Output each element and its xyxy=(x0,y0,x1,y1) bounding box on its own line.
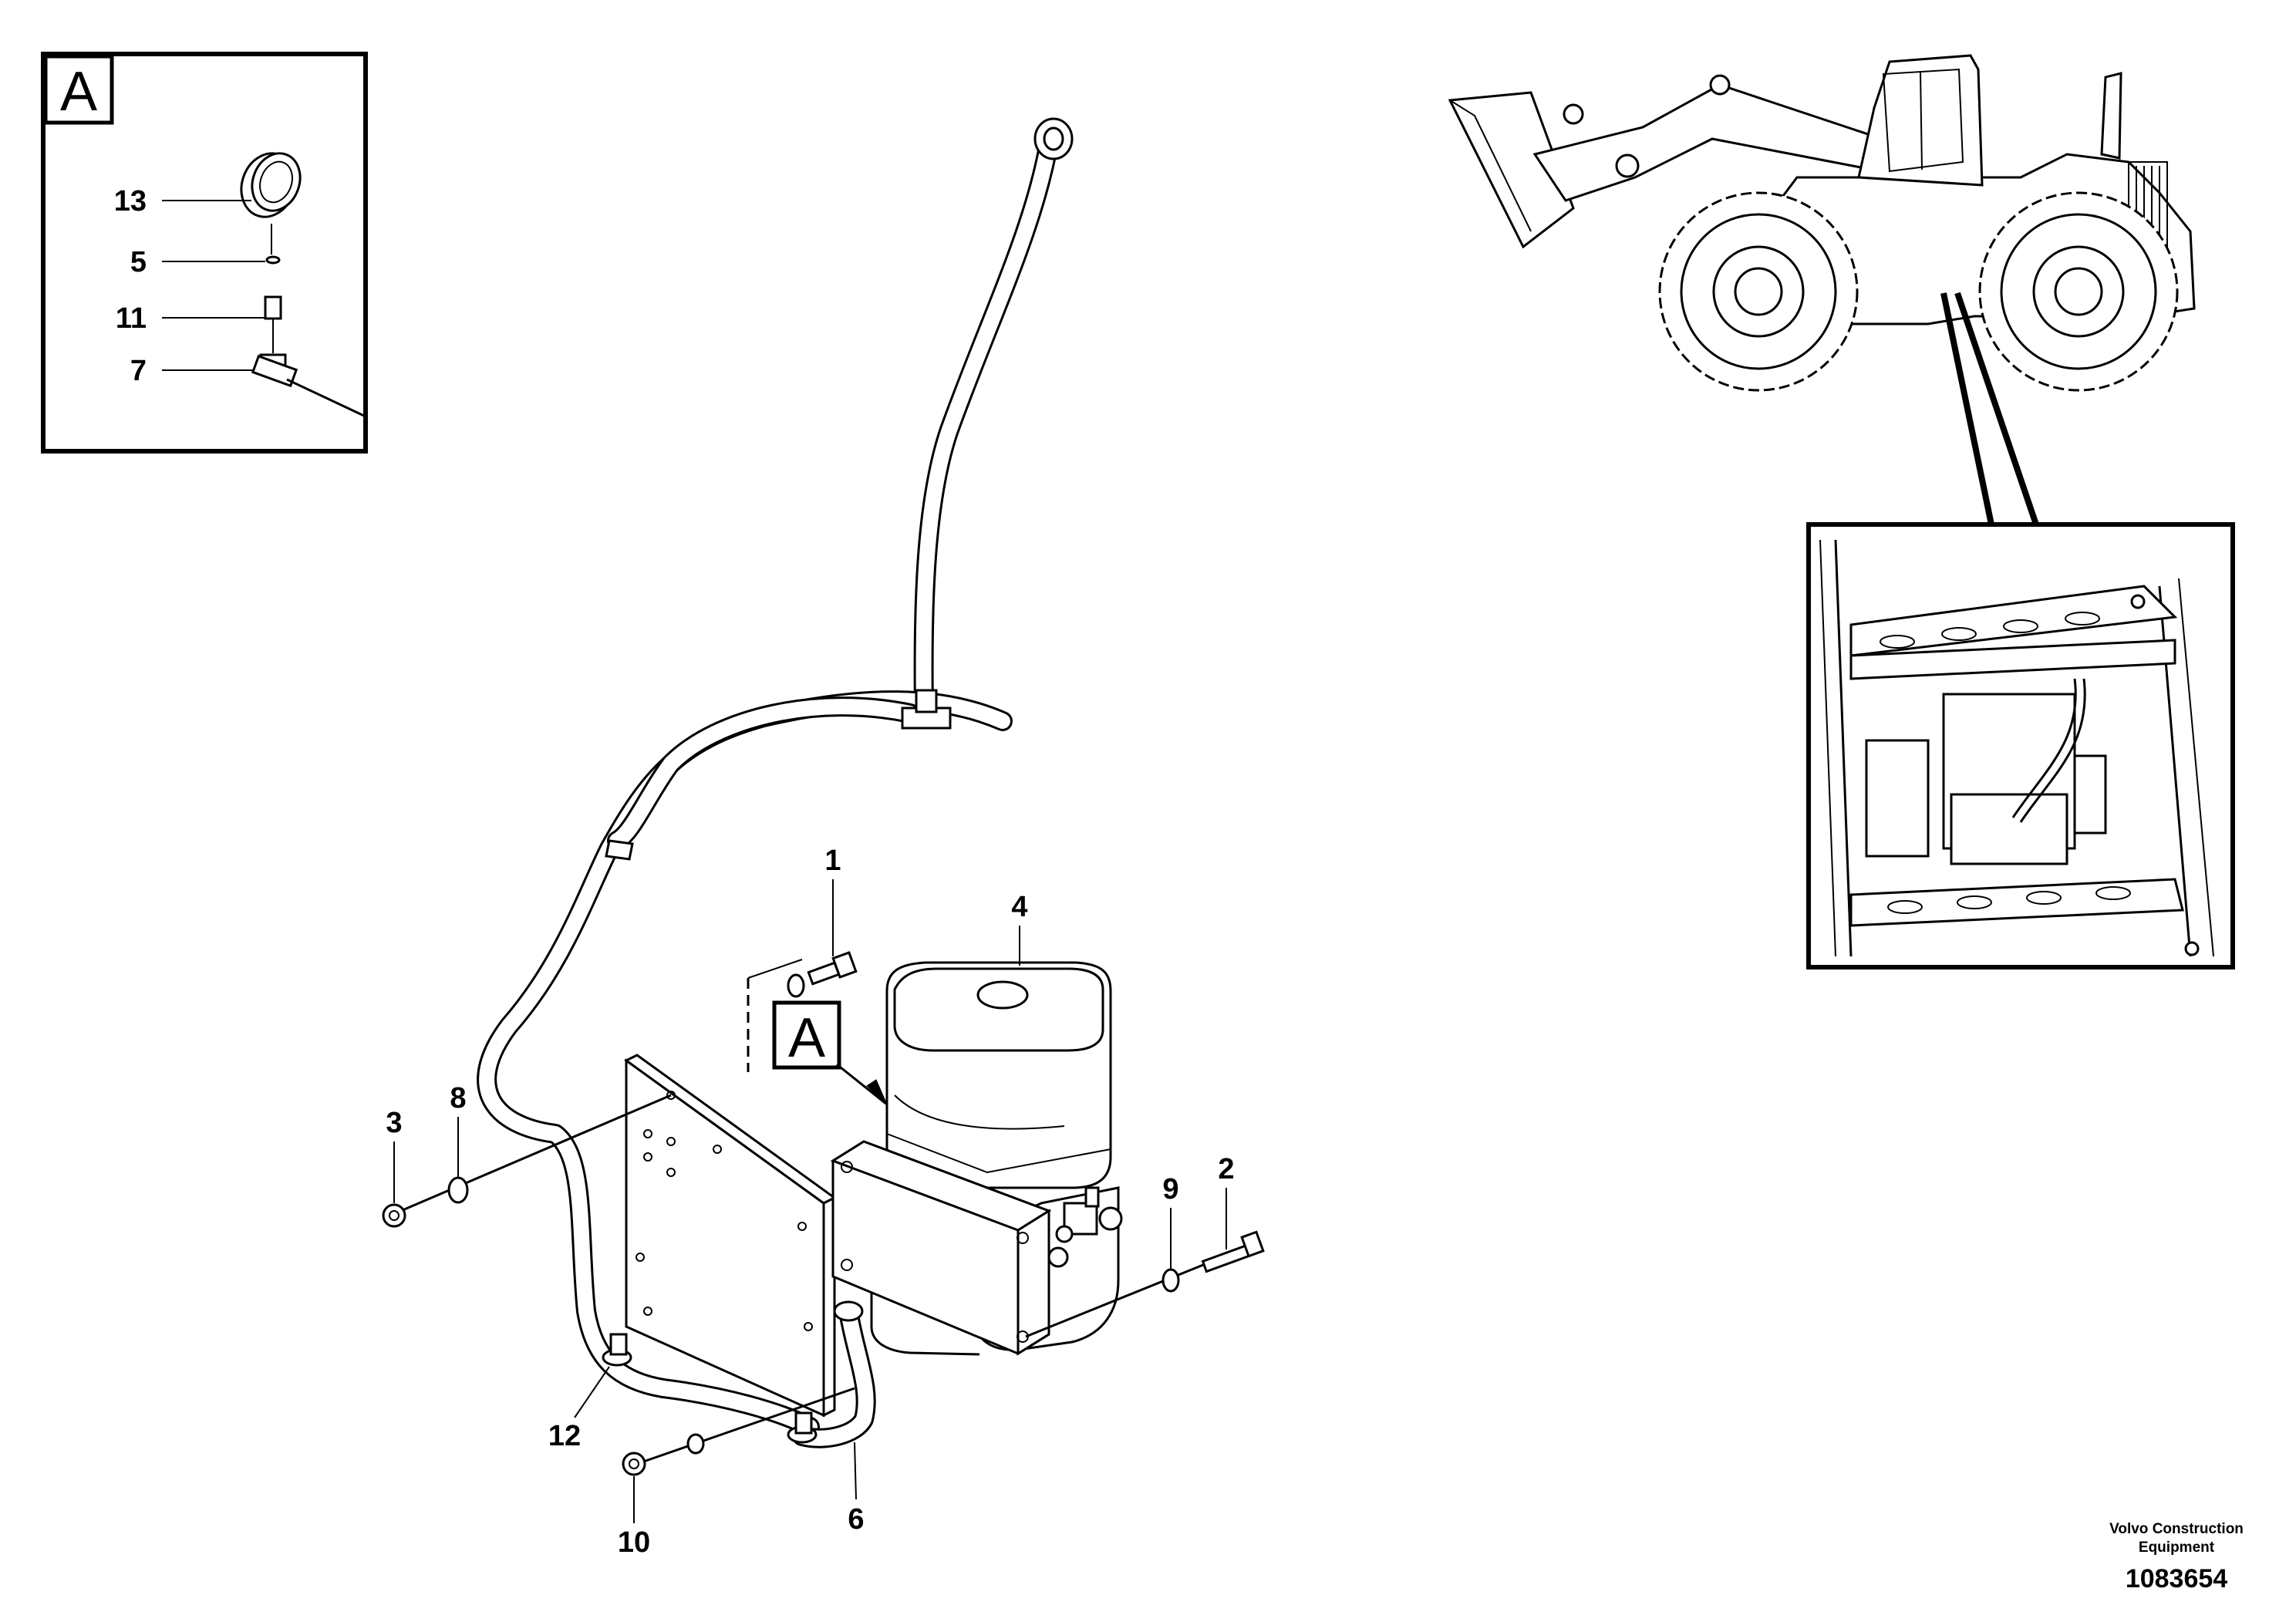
detail-a-inset: A 13 5 11 7 xyxy=(41,52,368,454)
footer: Volvo Construction Equipment 1083654 xyxy=(2109,1521,2244,1593)
main-assembly: A 1 4 3 8 9 2 12 6 10 xyxy=(382,117,1265,1559)
hose-clamp-lower xyxy=(787,1411,818,1444)
callout-1: 1 xyxy=(824,845,841,877)
pump-bracket xyxy=(830,1140,1052,1356)
callout-7: 7 xyxy=(130,355,147,387)
callout-9: 9 xyxy=(1162,1173,1178,1206)
front-wheel xyxy=(1658,191,1859,392)
tee-part xyxy=(251,353,298,388)
hose-clamp-upper xyxy=(602,1333,632,1367)
callout-5: 5 xyxy=(130,246,147,278)
installation-detail-inset xyxy=(1806,522,2235,969)
callout-11: 11 xyxy=(116,302,147,335)
detail-a-tag xyxy=(43,54,114,125)
callout-4: 4 xyxy=(1011,891,1027,923)
filler-hose xyxy=(913,117,1074,720)
nut-3 xyxy=(382,1203,406,1228)
nut-10 xyxy=(622,1452,646,1476)
washer-8 xyxy=(447,1176,469,1204)
callout-8: 8 xyxy=(450,1082,466,1114)
mounting-plate xyxy=(624,1054,837,1418)
reservoir-tank xyxy=(885,961,1112,1189)
outlet-hose xyxy=(792,1300,876,1448)
o-ring-part xyxy=(265,255,281,265)
callout-10: 10 xyxy=(618,1526,650,1559)
section-marker-letter: A xyxy=(788,1007,825,1069)
bolt-2 xyxy=(1201,1230,1265,1273)
callout-3: 3 xyxy=(386,1107,402,1139)
branch-hose xyxy=(605,696,920,861)
company-name-line1: Volvo Construction xyxy=(2109,1521,2244,1537)
callout-13: 13 xyxy=(114,185,147,218)
detail-a-letter: A xyxy=(60,61,97,123)
image-id: 1083654 xyxy=(2126,1564,2227,1593)
washer-9 xyxy=(1161,1268,1180,1293)
bolt-1 xyxy=(787,951,858,998)
nipple-part xyxy=(264,295,282,320)
company-name-line2: Equipment xyxy=(2139,1539,2215,1556)
cap-part xyxy=(240,152,302,218)
callout-2: 2 xyxy=(1218,1153,1234,1185)
callout-12: 12 xyxy=(548,1420,581,1452)
wheel-loader-illustration xyxy=(1448,54,2196,526)
section-marker-a xyxy=(772,1000,841,1070)
callout-6: 6 xyxy=(848,1503,864,1536)
rear-wheel xyxy=(1978,191,2179,392)
